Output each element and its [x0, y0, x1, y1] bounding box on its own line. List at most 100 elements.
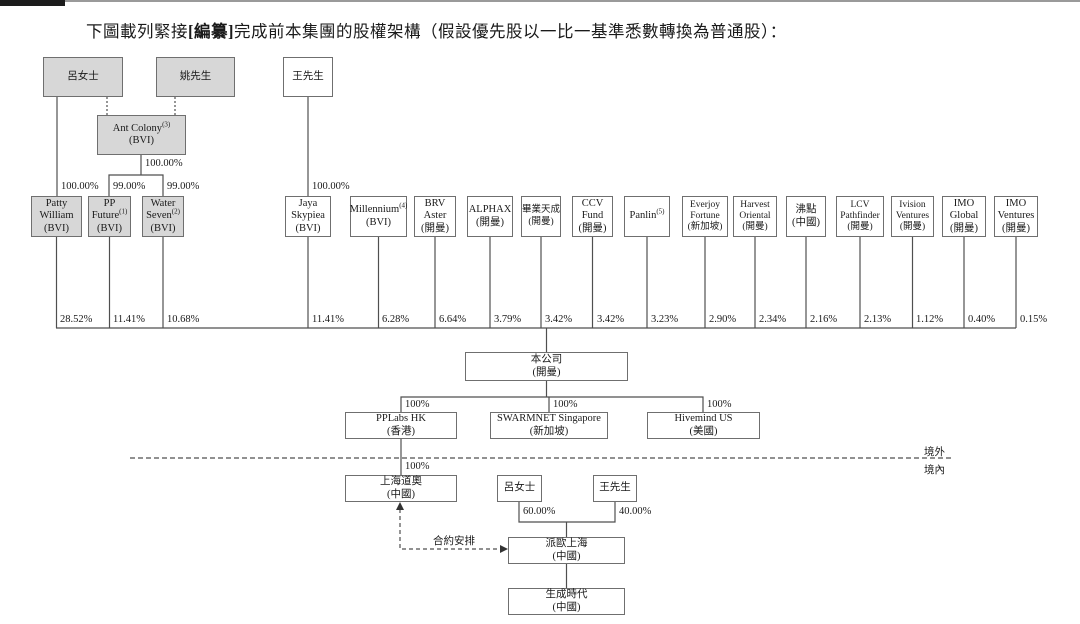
node-jurisdiction: (開曼) — [950, 222, 978, 234]
node-label: 王先生 — [292, 70, 324, 82]
node-jurisdiction: (開曼) — [899, 222, 926, 233]
node-jurisdiction: (中國) — [792, 216, 820, 228]
pct-biye-tiancheng: 3.42% — [545, 314, 573, 325]
scan-artifact-bar — [0, 0, 65, 6]
node-jurisdiction: (美國) — [689, 425, 718, 437]
footnote-sup: (3) — [162, 120, 171, 129]
node-mr-wang-top: 王先生 — [283, 57, 333, 97]
node-jurisdiction: (BVI) — [150, 222, 176, 234]
node-paiou-shanghai: 派歐上海(中國) — [508, 537, 625, 564]
pct-ant-waterseven: 99.00% — [167, 181, 200, 192]
node-jurisdiction: (中國) — [552, 601, 581, 613]
node-mr-yao: 姚先生 — [156, 57, 235, 97]
pct-patty-william: 28.52% — [60, 314, 93, 325]
footnote-sup: (1) — [119, 207, 128, 216]
pct-swarmnet: 100% — [553, 399, 578, 410]
node-company: 本公司(開曼) — [465, 352, 628, 381]
node-jurisdiction: (開曼) — [742, 222, 768, 233]
pct-pplabs: 100% — [405, 399, 430, 410]
pct-ivision-ventures: 1.12% — [916, 314, 944, 325]
pct-wang-vie: 40.00% — [619, 506, 652, 517]
label-offshore: 境外 — [924, 447, 945, 458]
node-jurisdiction: (開曼) — [528, 216, 554, 227]
pct-imo-global: 0.40% — [968, 314, 996, 325]
title-redacted-marker: [編纂] — [188, 22, 234, 41]
node-pplabs-hk: PPLabs HK(香港) — [345, 412, 457, 439]
node-swarmnet-singapore: SWARMNET Singapore(新加坡) — [490, 412, 608, 439]
pct-brv-aster: 6.64% — [439, 314, 467, 325]
node-label: 呂女士 — [503, 482, 536, 494]
scan-artifact-line — [0, 0, 1080, 2]
pct-wang-jaya: 100.00% — [312, 181, 350, 192]
node-jurisdiction: (開曼) — [476, 216, 504, 228]
node-alphax: ALPHAX(開曼) — [467, 196, 513, 237]
pct-water-seven: 10.68% — [167, 314, 200, 325]
pct-lcv-pathfinder: 2.13% — [864, 314, 892, 325]
pct-wfoe: 100% — [405, 461, 430, 472]
pct-imo-ventures: 0.15% — [1020, 314, 1048, 325]
node-jurisdiction: (中國) — [552, 550, 581, 562]
label-onshore: 境內 — [924, 465, 945, 476]
node-panlin: Panlin(5) — [624, 196, 670, 237]
contractual-arrangement-arrow — [399, 509, 499, 550]
pct-ccv-fund: 3.42% — [597, 314, 625, 325]
pct-everjoy-fortune: 2.90% — [709, 314, 737, 325]
node-ms-lu-onshore: 呂女士 — [497, 475, 542, 502]
pct-hivemind: 100% — [707, 399, 732, 410]
node-jurisdiction: (開曼) — [532, 366, 561, 378]
pct-harvest-oriental: 2.34% — [759, 314, 787, 325]
node-jurisdiction: (BVI) — [128, 135, 155, 146]
pct-lu-patty: 100.00% — [61, 181, 99, 192]
node-biye-tiancheng: 畢業天成(開曼) — [521, 196, 561, 237]
node-jurisdiction: (開曼) — [421, 222, 449, 234]
node-mr-wang-onshore: 王先生 — [593, 475, 637, 502]
node-jurisdiction: (BVI) — [365, 216, 392, 228]
node-label: 姚先生 — [179, 70, 212, 82]
node-jurisdiction: (新加坡) — [687, 222, 723, 233]
title-post: 完成前本集團的股權架構（假設優先股以一比一基準悉數轉換為普通股）： — [234, 22, 787, 41]
footnote-sup: (5) — [656, 207, 665, 216]
node-jurisdiction: (香港) — [387, 425, 415, 437]
arrowheads — [396, 502, 508, 553]
node-jurisdiction: (新加坡) — [529, 425, 569, 437]
footnote-sup: (2) — [171, 207, 180, 216]
label-contractual-arrangement: 合約安排 — [433, 536, 475, 547]
node-hivemind-us: Hivemind US(美國) — [647, 412, 760, 439]
node-jurisdiction: (開曼) — [578, 222, 607, 234]
node-jurisdiction: (BVI) — [295, 222, 321, 234]
node-jurisdiction: (中國) — [387, 488, 415, 500]
node-jurisdiction: (開曼) — [1002, 222, 1030, 234]
title-pre: 下圖載列緊接 — [86, 22, 188, 41]
pct-jaya-skypiea: 11.41% — [312, 314, 344, 325]
pct-millennium: 6.28% — [382, 314, 410, 325]
trust-dotted-connectors — [106, 97, 176, 115]
page-title: 下圖載列緊接[編纂]完成前本集團的股權架構（假設優先股以一比一基準悉數轉換為普通… — [86, 18, 787, 42]
pct-feidian: 2.16% — [810, 314, 838, 325]
node-millennium: Millennium(4) (BVI) — [350, 196, 407, 237]
pct-alphax: 3.79% — [494, 314, 522, 325]
node-shengcheng-shidai: 生成時代(中國) — [508, 588, 625, 615]
node-jurisdiction: (BVI) — [96, 222, 123, 234]
node-water-seven: Water Seven(2) (BVI) — [142, 196, 184, 237]
node-label: 王先生 — [599, 482, 631, 494]
node-shanghai-daoao: 上海道奧(中國) — [345, 475, 457, 502]
pct-lu-vie: 60.00% — [523, 506, 556, 517]
ownership-connectors — [55, 97, 1017, 588]
pct-pp-future: 11.41% — [113, 314, 145, 325]
node-ant-colony: Ant Colony(3) (BVI) — [97, 115, 186, 155]
node-label: 呂女士 — [67, 70, 99, 82]
node-label: Ant Colony(3) — [112, 120, 171, 134]
footnote-sup: (4) — [399, 201, 408, 210]
node-jurisdiction: (開曼) — [847, 222, 873, 233]
node-jurisdiction: (BVI) — [43, 222, 70, 234]
